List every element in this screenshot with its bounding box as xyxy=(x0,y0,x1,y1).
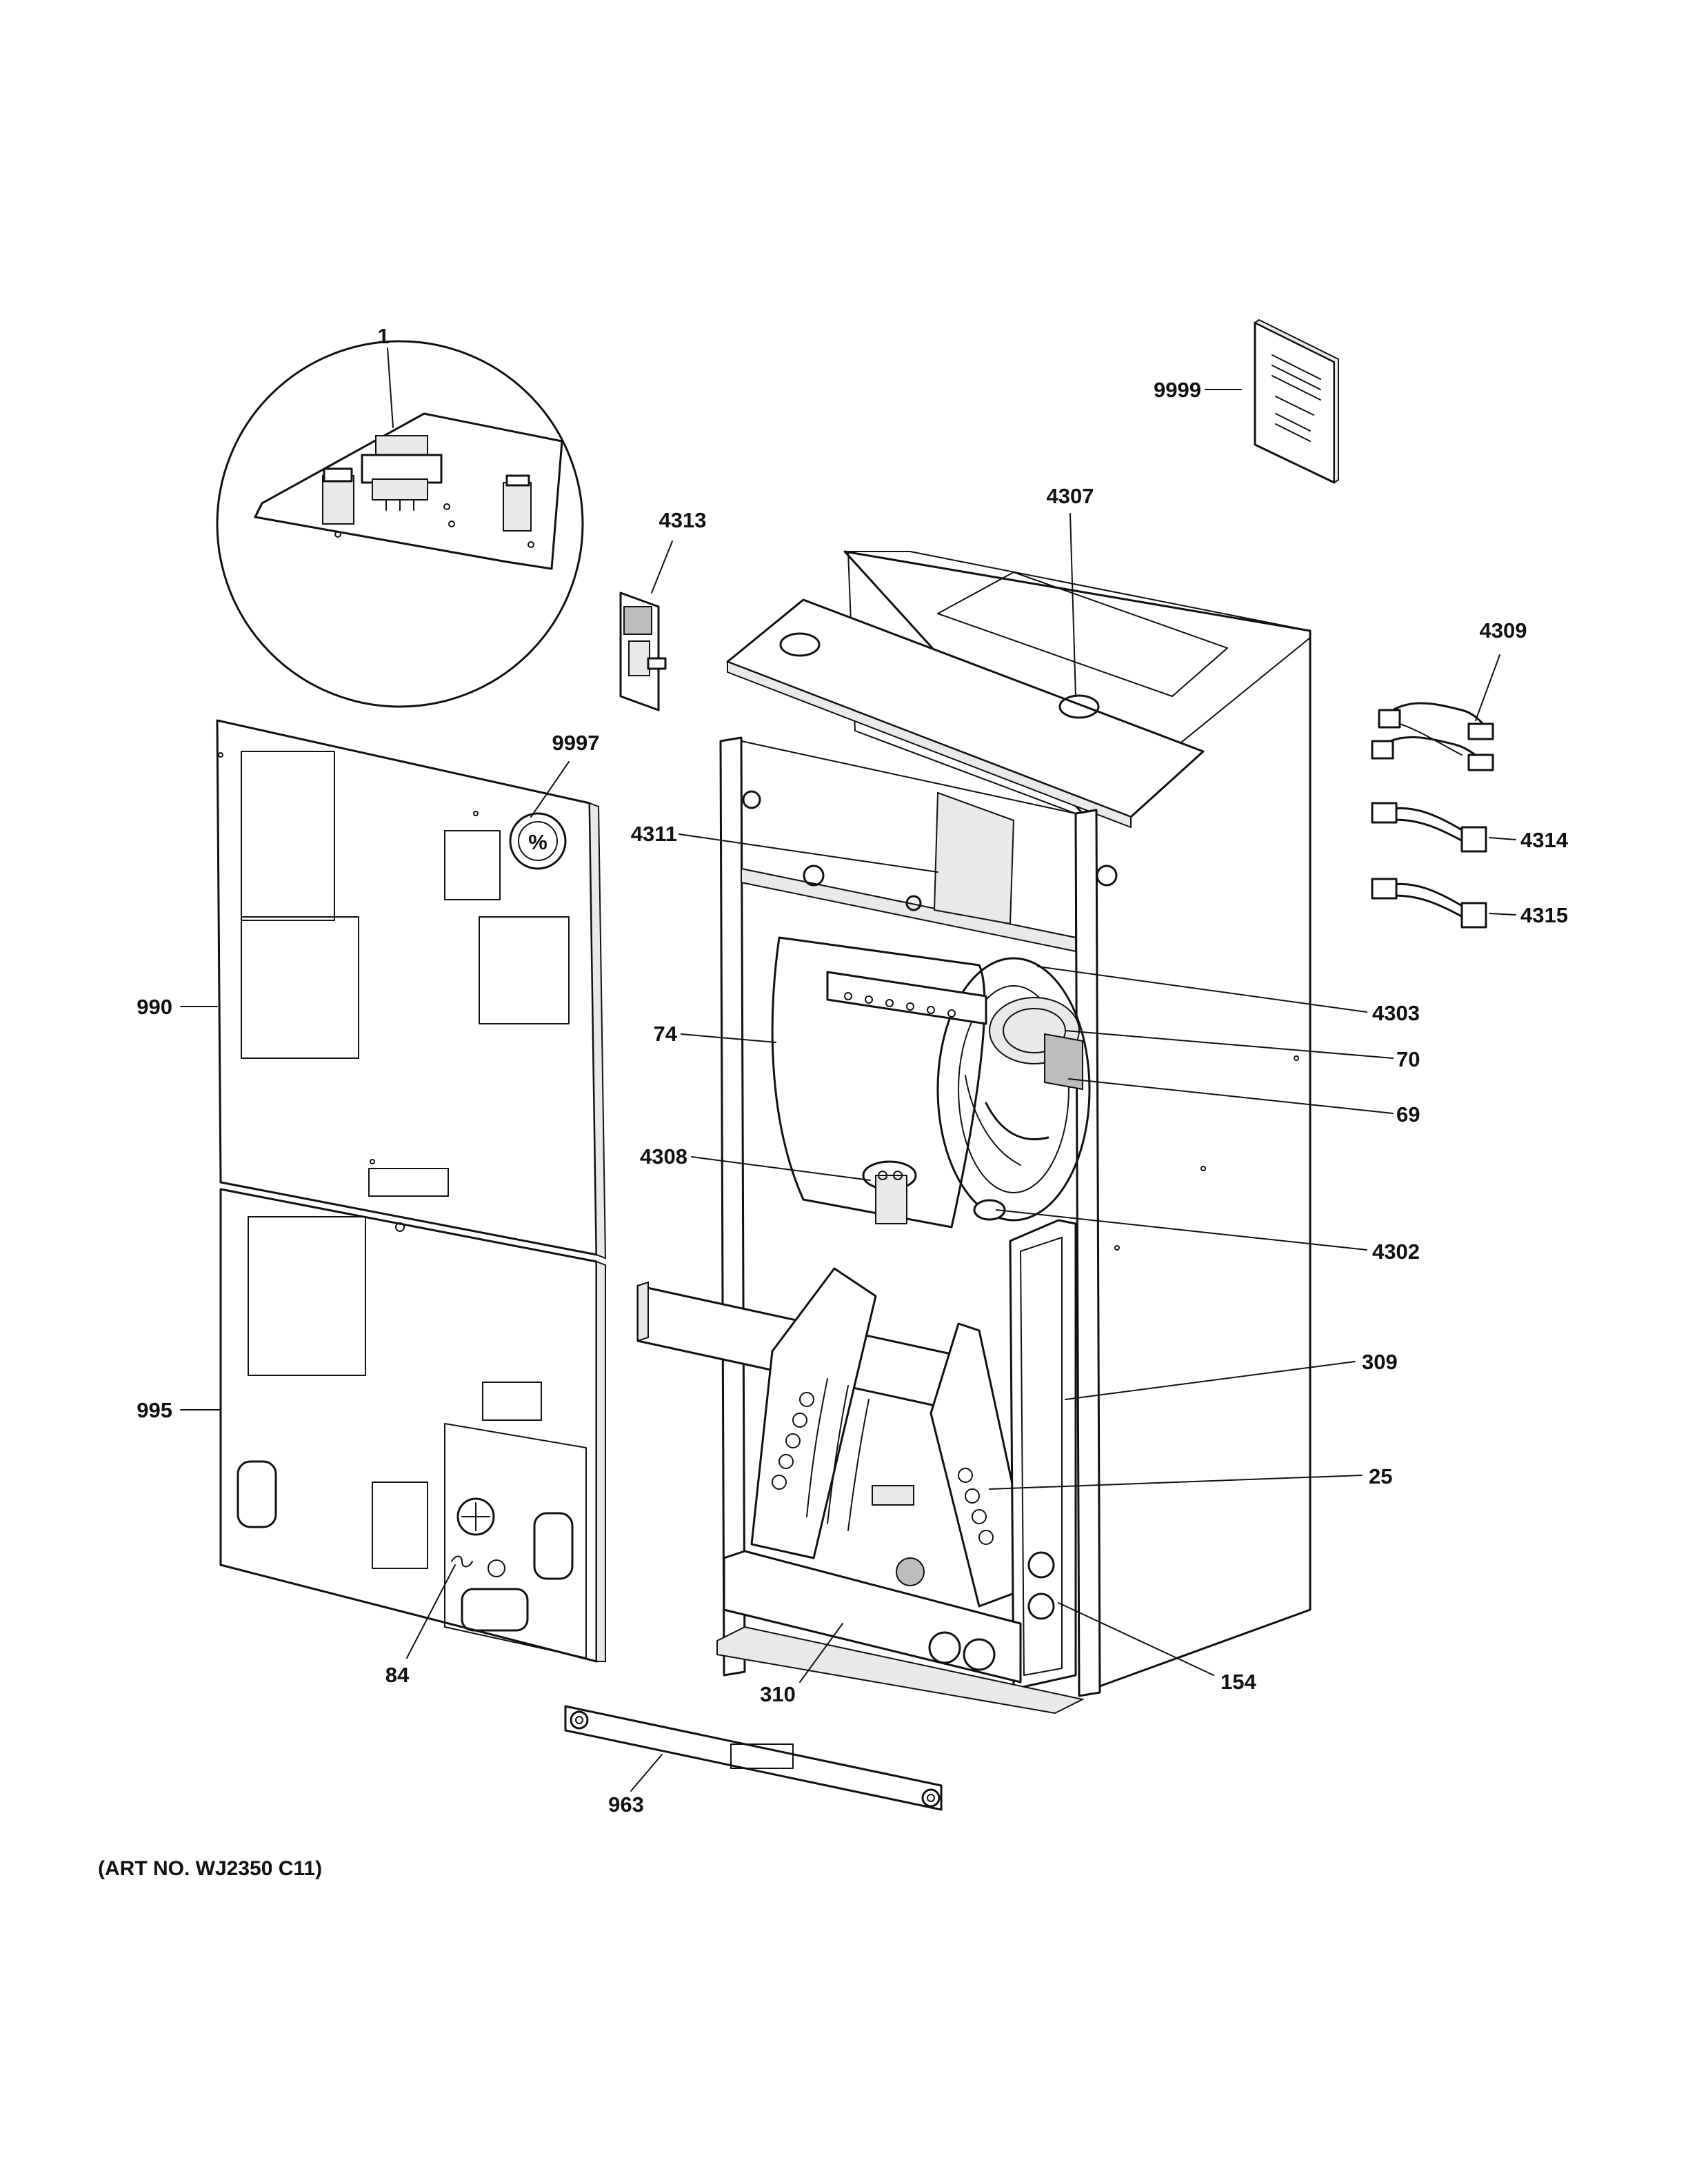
leader-70 xyxy=(1065,1030,1394,1059)
callout-4308: 4308 xyxy=(640,1144,687,1169)
leader-4309 xyxy=(1475,654,1500,721)
control-board xyxy=(619,592,667,711)
leader-25 xyxy=(989,1475,1363,1490)
callout-4309: 4309 xyxy=(1480,618,1527,643)
leader-74 xyxy=(681,1033,776,1043)
svg-text:%: % xyxy=(528,830,547,854)
callout-154: 154 xyxy=(1220,1670,1256,1694)
upper-door-panel: % xyxy=(216,719,607,1260)
callout-4302: 4302 xyxy=(1372,1240,1420,1264)
base-rail xyxy=(564,1705,943,1811)
leader-4307 xyxy=(1069,513,1076,697)
leader-69 xyxy=(1068,1078,1394,1114)
callout-9997: 9997 xyxy=(552,731,600,755)
callout-1: 1 xyxy=(377,324,389,348)
leader-4311 xyxy=(679,833,938,873)
lower-door-panel xyxy=(219,1188,606,1663)
callout-4314: 4314 xyxy=(1520,828,1569,852)
leader-lines xyxy=(180,347,1516,1792)
wire-harness-4309 xyxy=(1371,702,1494,771)
leader-4302 xyxy=(996,1209,1367,1251)
callout-9999: 9999 xyxy=(1154,378,1201,402)
wire-harness-4314 xyxy=(1371,802,1487,853)
callout-4311: 4311 xyxy=(631,822,677,846)
leader-309 xyxy=(1065,1361,1356,1400)
leader-1 xyxy=(387,347,394,428)
art-number: (ART NO. WJ2350 C11) xyxy=(98,1857,322,1880)
leader-4313 xyxy=(651,540,673,594)
callout-4315: 4315 xyxy=(1520,903,1568,927)
callout-309: 309 xyxy=(1362,1350,1398,1374)
callout-995: 995 xyxy=(137,1398,172,1422)
literature-booklet xyxy=(1254,318,1339,484)
leader-9997 xyxy=(530,761,570,818)
air-handler-cabinet xyxy=(636,550,1312,1715)
leader-310 xyxy=(799,1623,843,1683)
leader-963 xyxy=(630,1754,663,1792)
leader-4314 xyxy=(1489,837,1516,840)
wire-harness-4315 xyxy=(1371,878,1487,929)
callout-963: 963 xyxy=(608,1792,644,1817)
callout-69: 69 xyxy=(1396,1102,1420,1126)
callout-labels: 1 9999 4313 4307 4309 9997 4311 4314 431… xyxy=(137,324,1568,1817)
callout-70: 70 xyxy=(1396,1047,1420,1071)
callout-4303: 4303 xyxy=(1372,1001,1420,1025)
leader-4315 xyxy=(1489,913,1516,916)
coil-tube-ends xyxy=(772,1392,994,1545)
leader-4308 xyxy=(691,1156,871,1181)
leader-4303 xyxy=(1037,966,1367,1013)
callout-84: 84 xyxy=(385,1663,410,1687)
leader-154 xyxy=(1058,1602,1214,1676)
callout-4313: 4313 xyxy=(659,508,707,532)
callout-4307: 4307 xyxy=(1047,484,1094,508)
callout-310: 310 xyxy=(760,1682,796,1706)
leader-84 xyxy=(406,1564,456,1659)
callout-25: 25 xyxy=(1369,1464,1392,1488)
detail-circle-transformer xyxy=(216,340,584,708)
callout-990: 990 xyxy=(137,995,172,1019)
callout-74: 74 xyxy=(654,1022,678,1046)
